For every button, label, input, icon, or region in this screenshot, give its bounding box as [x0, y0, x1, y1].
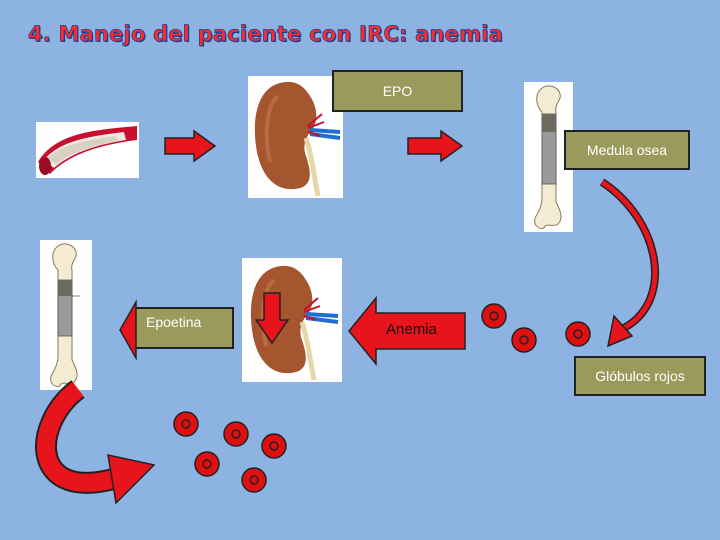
blood-vessel-image: [36, 122, 139, 178]
red-blood-cell: [173, 411, 199, 437]
globulos-rojos-text: Glóbulos rojos: [595, 368, 685, 384]
arrow-right-2: [407, 129, 464, 163]
arrow-down: [254, 292, 290, 345]
red-blood-cell: [261, 433, 287, 459]
epoetina-label: Epoetina: [134, 307, 234, 349]
curved-arrow-down-left: [599, 178, 659, 348]
medula-osea-label: Medula osea: [564, 130, 690, 170]
red-blood-cell: [565, 321, 591, 347]
epo-text: EPO: [382, 83, 413, 99]
red-blood-cell: [223, 421, 249, 447]
epoetina-text: Epoetina: [146, 314, 202, 330]
globulos-rojos-label: Glóbulos rojos: [574, 356, 706, 396]
medula-osea-text: Medula osea: [586, 142, 668, 158]
red-blood-cell: [481, 303, 507, 329]
arrow-right-1: [164, 129, 217, 163]
red-blood-cell: [511, 327, 537, 353]
kidney-image: [248, 76, 343, 198]
bone-image: [40, 240, 92, 390]
anemia-arrow: [348, 295, 466, 367]
red-blood-cell: [241, 467, 267, 493]
curved-arrow-up-right: [35, 380, 156, 505]
red-blood-cell: [194, 451, 220, 477]
arrow-left-epoetina: [119, 299, 137, 361]
slide-title: 4. Manejo del paciente con IRC: anemia: [28, 22, 504, 47]
epo-label: EPO: [332, 70, 463, 112]
anemia-text: Anemia: [386, 321, 437, 338]
